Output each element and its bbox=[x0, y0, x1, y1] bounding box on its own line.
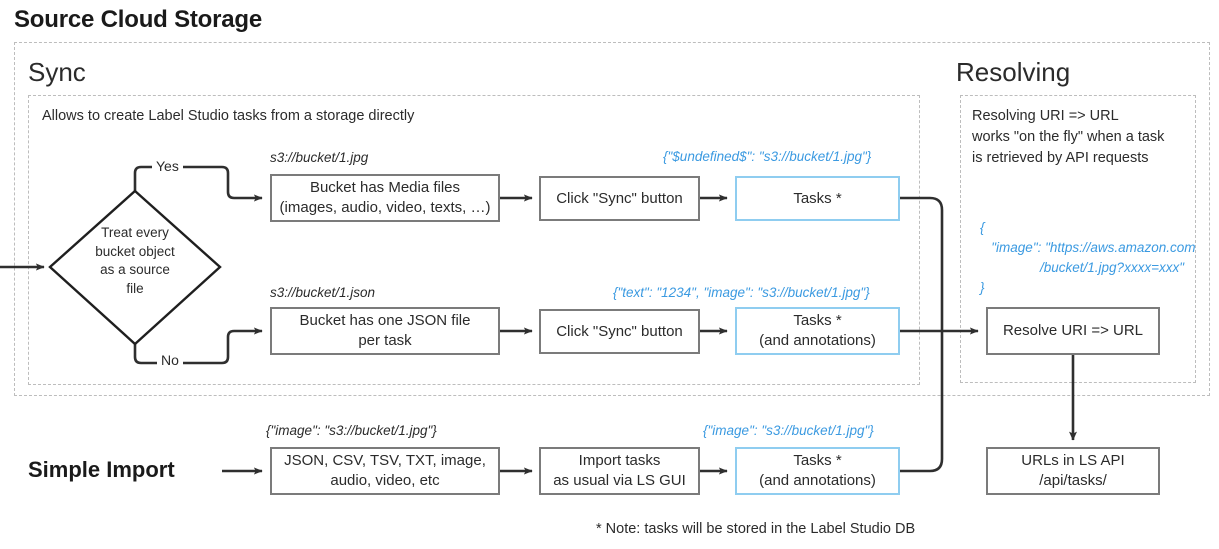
box-bucket-has-one-json-file[interactable]: Bucket has one JSON file per task bbox=[270, 307, 500, 355]
resolving-section-title: Resolving bbox=[956, 57, 1071, 87]
simple-import-title: Simple Import bbox=[28, 457, 175, 482]
row1-uri-label: s3://bucket/1.jpg bbox=[270, 150, 369, 165]
sync-section-title: Sync bbox=[28, 57, 86, 87]
footnote-note: * Note: tasks will be stored in the Labe… bbox=[596, 521, 916, 537]
row2-uri-label: s3://bucket/1.json bbox=[270, 285, 376, 300]
box-tasks-3[interactable]: Tasks * (and annotations) bbox=[735, 447, 900, 495]
resolving-json-sample: { "image": "https://aws.amazon.com /buck… bbox=[980, 220, 1196, 295]
box-bucket-has-media-files[interactable]: Bucket has Media files (images, audio, v… bbox=[270, 174, 500, 222]
decision-diamond-label: Treat every bucket object as a source fi… bbox=[95, 225, 175, 296]
branch-label-yes: Yes bbox=[152, 158, 183, 174]
resolving-dashed-panel bbox=[960, 95, 1196, 383]
box-urls-in-ls-api[interactable]: URLs in LS API /api/tasks/ bbox=[986, 447, 1160, 495]
outer-dashed-container bbox=[14, 42, 1210, 396]
row2-json-label: {"text": "1234", "image": "s3://bucket/1… bbox=[613, 285, 870, 300]
row3-json-label-blue: {"image": "s3://bucket/1.jpg"} bbox=[703, 423, 874, 438]
branch-label-no: No bbox=[157, 352, 183, 368]
row3-json-label: {"image": "s3://bucket/1.jpg"} bbox=[266, 423, 437, 438]
box-resolve-uri-to-url[interactable]: Resolve URI => URL bbox=[986, 307, 1160, 355]
page-title: Source Cloud Storage bbox=[14, 6, 263, 33]
box-tasks-2[interactable]: Tasks * (and annotations) bbox=[735, 307, 900, 355]
sync-description: Allows to create Label Studio tasks from… bbox=[42, 108, 415, 124]
resolving-description: Resolving URI => URL works "on the fly" … bbox=[972, 108, 1165, 166]
box-import-formats[interactable]: JSON, CSV, TSV, TXT, image, audio, video… bbox=[270, 447, 500, 495]
box-tasks-1[interactable]: Tasks * bbox=[735, 176, 900, 221]
box-click-sync-button-2[interactable]: Click "Sync" button bbox=[539, 309, 700, 354]
box-import-tasks-via-gui[interactable]: Import tasks as usual via LS GUI bbox=[539, 447, 700, 495]
row1-json-label: {"$undefined$": "s3://bucket/1.jpg"} bbox=[663, 149, 872, 164]
box-click-sync-button-1[interactable]: Click "Sync" button bbox=[539, 176, 700, 221]
